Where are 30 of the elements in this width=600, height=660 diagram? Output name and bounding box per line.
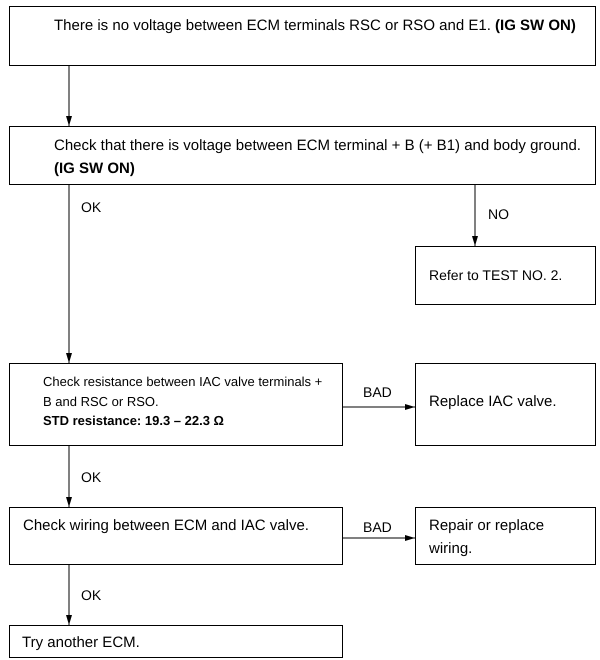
process-box — [9, 6, 596, 66]
step-text: There is no voltage between ECM terminals RSC or RSO and E1. (IG SW ON) — [54, 16, 577, 36]
edge-label: BAD — [362, 385, 393, 399]
edge-label: OK — [80, 588, 102, 602]
process-box — [415, 246, 596, 305]
step-text: Check resistance between IAC valve terminals + B and RSC or RSO. — [43, 373, 324, 410]
arrow — [66, 184, 72, 364]
edge-label: OK — [80, 470, 102, 484]
arrow — [342, 535, 416, 541]
step-text: Repair or replace wiring. — [429, 516, 546, 558]
step-text: Try another ECM. — [22, 633, 141, 653]
step-text: Check that there is voltage between ECM terminal + B (+ B1) and body ground. (IG SW ON) — [54, 136, 582, 178]
process-box — [9, 507, 343, 565]
process-box — [9, 363, 343, 446]
arrow — [66, 446, 72, 508]
arrow — [66, 564, 72, 626]
step-text: Refer to TEST NO. 2. — [429, 266, 564, 285]
process-box — [9, 625, 343, 658]
arrow — [66, 66, 72, 126]
edge-label: NO — [487, 207, 510, 221]
edge-label: OK — [80, 200, 102, 214]
arrow — [342, 404, 416, 410]
step-text: Replace IAC valve. — [429, 392, 558, 412]
process-box — [9, 126, 596, 185]
step-text: Check wiring between ECM and IAC valve. — [23, 516, 310, 536]
arrow — [472, 184, 478, 246]
process-box — [415, 507, 596, 565]
edge-label: BAD — [362, 520, 393, 534]
specification-text: STD resistance: 19.3 – 22.3 Ω — [43, 412, 225, 430]
process-box — [415, 363, 596, 446]
